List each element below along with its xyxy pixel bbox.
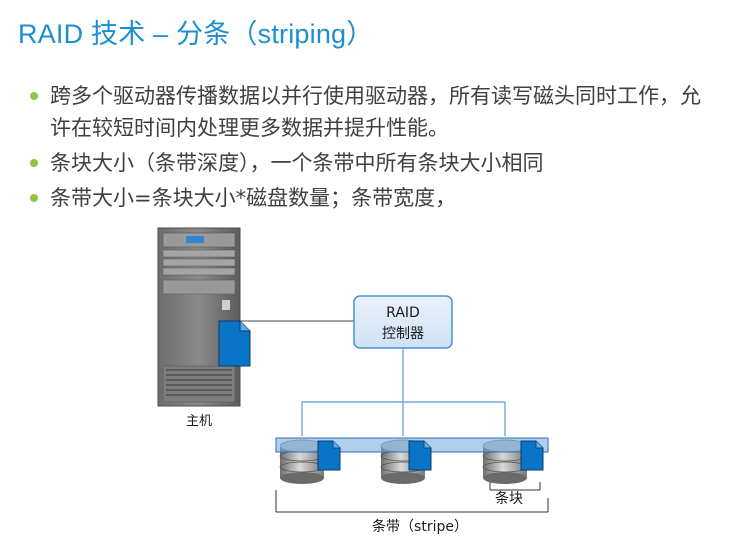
stripe-bracket xyxy=(275,490,549,513)
bullet-item: 跨多个驱动器传播数据以并行使用驱动器，所有读写磁头同时工作，允许在较短时间内处理… xyxy=(30,80,720,144)
slide-title: RAID 技术 – 分条（striping） xyxy=(18,19,374,49)
strip-bracket xyxy=(489,482,541,491)
bullet-text: 条带大小=条块大小*磁盘数量；条带宽度， xyxy=(50,186,457,210)
bullet-dot-icon xyxy=(30,159,38,167)
controller-disk-connectors xyxy=(301,348,506,436)
bullet-list: 跨多个驱动器传播数据以并行使用驱动器，所有读写磁头同时工作，允许在较短时间内处理… xyxy=(30,80,720,217)
strip-label: 条块 xyxy=(495,490,523,507)
host-label: 主机 xyxy=(186,414,212,429)
bullet-text: 条块大小（条带深度），一个条带中所有条块大小相同 xyxy=(50,151,544,175)
controller-label-line1: RAID xyxy=(386,305,420,321)
server-tower-icon xyxy=(157,227,241,407)
bullet-item: 条带大小=条块大小*磁盘数量；条带宽度， xyxy=(30,182,720,214)
bullet-text: 跨多个驱动器传播数据以并行使用驱动器，所有读写磁头同时工作，允许在较短时间内处理… xyxy=(50,84,701,140)
strip-block-icon xyxy=(317,440,341,471)
stripe-label: 条带（stripe） xyxy=(372,518,468,535)
controller-label-line2: 控制器 xyxy=(382,326,424,342)
bullet-dot-icon xyxy=(30,194,38,202)
strip-block-icon xyxy=(520,440,544,471)
bullet-item: 条块大小（条带深度），一个条带中所有条块大小相同 xyxy=(30,147,720,179)
bullet-dot-icon xyxy=(30,92,38,100)
strip-block-icon xyxy=(408,440,432,471)
document-icon xyxy=(218,320,251,367)
